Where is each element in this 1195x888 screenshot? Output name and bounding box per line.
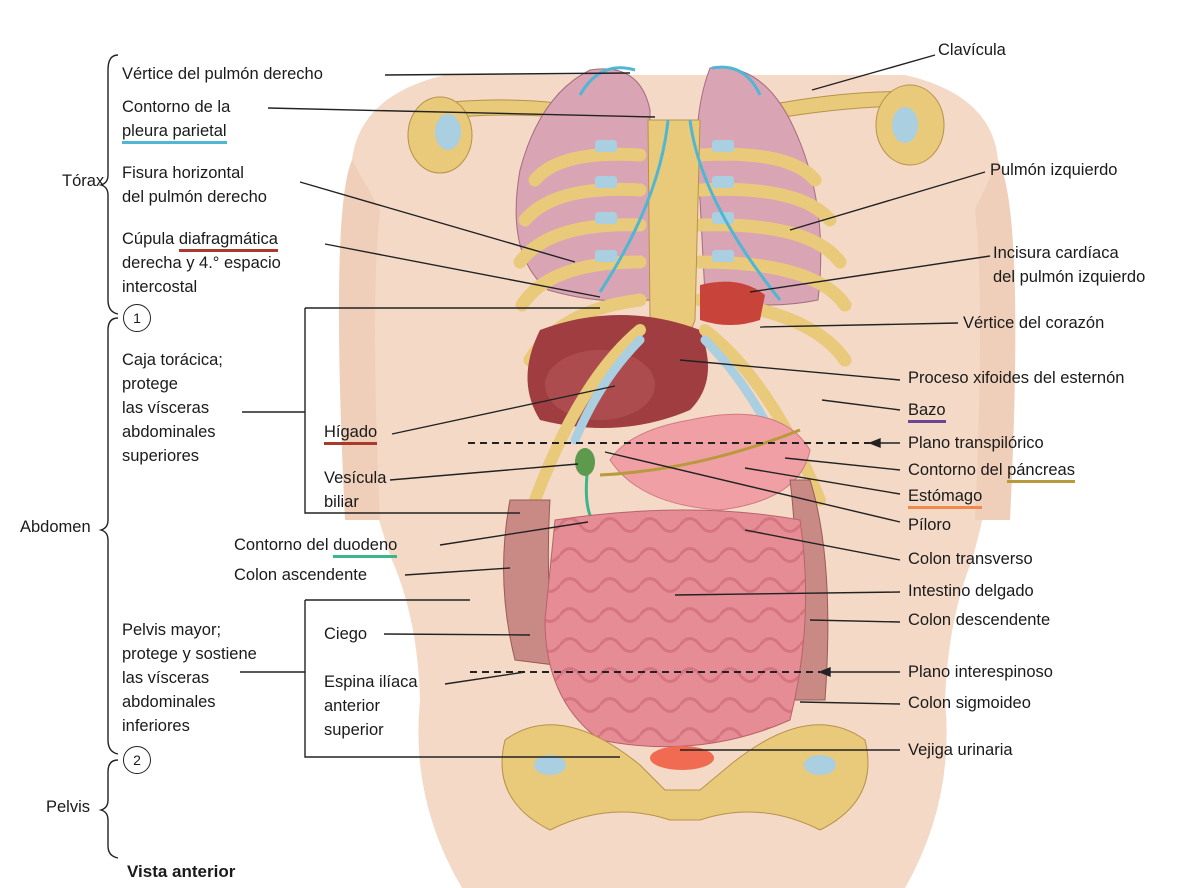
label-vesicula-line2: biliar: [324, 492, 359, 513]
label-contorno-duodeno: Contorno del duodeno: [234, 535, 397, 556]
label-cupula-line2: derecha y 4.° espacio: [122, 253, 281, 274]
marker-1: 1: [123, 304, 151, 332]
label-espina-line2: anterior: [324, 696, 380, 717]
region-abdomen: Abdomen: [20, 518, 91, 537]
label-caja-line5: superiores: [122, 446, 199, 467]
label-espina-line3: superior: [324, 720, 384, 741]
left-arm-skin: [339, 160, 380, 520]
gallbladder: [575, 448, 595, 476]
label-caja-line4: abdominales: [122, 422, 216, 443]
label-clavicula: Clavícula: [938, 40, 1006, 61]
label-higado: Hígado: [324, 422, 377, 443]
label-cupula-line3: intercostal: [122, 277, 197, 298]
label-pelvis-mayor-line5: inferiores: [122, 716, 190, 737]
label-fisura-line1: Fisura horizontal: [122, 163, 244, 184]
label-caja-line2: protege: [122, 374, 178, 395]
label-contorno-pleura-line2: pleura parietal: [122, 121, 227, 142]
region-thorax: Tórax: [62, 172, 104, 191]
label-pelvis-mayor-line1: Pelvis mayor;: [122, 620, 221, 641]
label-colon-sigmoideo: Colon sigmoideo: [908, 693, 1031, 714]
label-vertice-pulmon-derecho: Vértice del pulmón derecho: [122, 64, 323, 85]
label-intestino-delgado: Intestino delgado: [908, 581, 1034, 602]
label-incisura-line2: del pulmón izquierdo: [993, 267, 1145, 288]
label-bazo: Bazo: [908, 400, 946, 421]
label-plano-transpilorico: Plano transpilórico: [908, 433, 1044, 454]
label-espina-line1: Espina ilíaca: [324, 672, 418, 693]
label-contorno-pancreas: Contorno del páncreas: [908, 460, 1075, 481]
figure-caption: Vista anterior: [127, 862, 235, 882]
label-pelvis-mayor-line4: abdominales: [122, 692, 216, 713]
label-colon-transverso: Colon transverso: [908, 549, 1033, 570]
label-fisura-line2: del pulmón derecho: [122, 187, 267, 208]
label-pulmon-izquierdo: Pulmón izquierdo: [990, 160, 1118, 181]
label-vesicula-line1: Vesícula: [324, 468, 386, 489]
label-incisura-line1: Incisura cardíaca: [993, 243, 1119, 264]
marker-2: 2: [123, 746, 151, 774]
label-vejiga-urinaria: Vejiga urinaria: [908, 740, 1013, 761]
label-caja-line1: Caja torácica;: [122, 350, 223, 371]
label-estomago: Estómago: [908, 486, 982, 507]
label-cupula-line1: Cúpula diafragmática: [122, 229, 278, 250]
label-plano-interespinoso: Plano interespinoso: [908, 662, 1053, 683]
label-proceso-xifoides: Proceso xifoides del esternón: [908, 368, 1124, 389]
label-pelvis-mayor-line3: las vísceras: [122, 668, 209, 689]
label-contorno-pleura-line1: Contorno de la: [122, 97, 230, 118]
label-colon-ascendente: Colon ascendente: [234, 565, 367, 586]
label-colon-descendente: Colon descendente: [908, 610, 1050, 631]
label-caja-line3: las vísceras: [122, 398, 209, 419]
label-pelvis-mayor-line2: protege y sostiene: [122, 644, 257, 665]
label-ciego: Ciego: [324, 624, 367, 645]
label-piloro: Píloro: [908, 515, 951, 536]
region-pelvis: Pelvis: [46, 798, 90, 817]
label-vertice-corazon: Vértice del corazón: [963, 313, 1104, 334]
